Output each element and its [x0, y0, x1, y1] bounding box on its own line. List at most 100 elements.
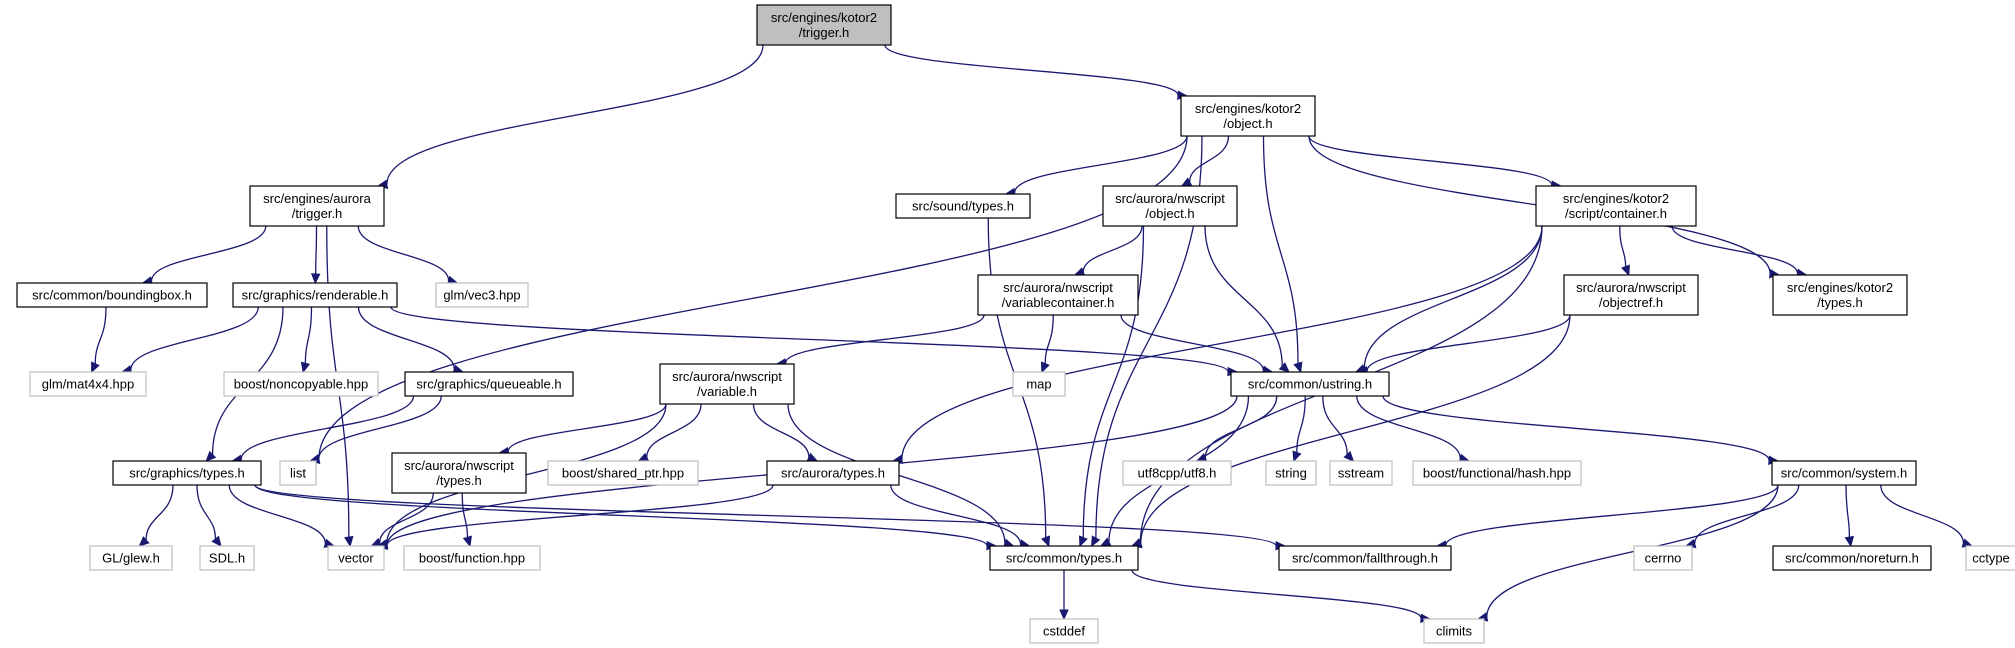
node-nws-object[interactable]: src/aurora/nwscript/object.h	[1102, 185, 1238, 227]
node-trigger-k2[interactable]: src/engines/kotor2/trigger.h	[756, 4, 892, 46]
node-glm-vec3[interactable]: glm/vec3.hpp	[435, 282, 529, 308]
dependency-edge	[254, 484, 998, 551]
node-box	[989, 545, 1139, 571]
node-box	[112, 460, 262, 486]
dependency-edge	[461, 492, 472, 548]
node-list[interactable]: list	[279, 460, 317, 486]
dependency-edge	[890, 484, 1031, 549]
node-label: src/common/boundingbox.h	[32, 288, 192, 303]
node-boundingbox[interactable]: src/common/boundingbox.h	[16, 282, 208, 308]
arrowhead	[344, 535, 354, 548]
dependency-edge-line	[1486, 484, 1779, 618]
dependency-edge-line	[1140, 314, 1571, 544]
node-system-h[interactable]: src/common/system.h	[1771, 460, 1917, 486]
dependency-edge-line	[145, 484, 174, 540]
node-objectref[interactable]: src/aurora/nwscript/objectref.h	[1563, 274, 1699, 316]
node-label: cctype	[1972, 551, 2010, 566]
node-label: boost/shared_ptr.hpp	[562, 466, 684, 481]
node-varcontainer[interactable]: src/aurora/nwscript/variablecontainer.h	[977, 274, 1139, 316]
node-box	[1265, 460, 1317, 486]
node-box	[403, 545, 541, 571]
node-layer: src/engines/kotor2/trigger.hsrc/engines/…	[16, 4, 2015, 644]
node-box	[977, 274, 1139, 316]
node-label: src/common/ustring.h	[1248, 377, 1372, 392]
node-aurora-types[interactable]: src/aurora/types.h	[766, 460, 900, 486]
dependency-edge	[1180, 135, 1230, 187]
node-box	[16, 282, 208, 308]
node-box	[327, 545, 385, 571]
node-label: src/aurora/types.h	[781, 466, 885, 481]
node-sound-types[interactable]: src/sound/types.h	[895, 193, 1031, 219]
node-box	[766, 460, 900, 486]
dependency-edge	[1262, 135, 1303, 374]
node-box	[1180, 95, 1316, 137]
node-box	[1563, 274, 1699, 316]
dependency-edge-line	[386, 484, 774, 546]
node-label: /objectref.h	[1599, 295, 1663, 310]
node-label: src/engines/kotor2	[1787, 280, 1893, 295]
arrowhead	[1078, 535, 1088, 548]
node-label: src/graphics/types.h	[129, 466, 245, 481]
node-nws-types[interactable]: src/aurora/nwscript/types.h	[391, 452, 527, 494]
node-label: src/aurora/nwscript	[1003, 280, 1113, 295]
dependency-edge-line	[884, 44, 1179, 96]
node-aurora-trigger[interactable]: src/engines/aurora/trigger.h	[249, 185, 385, 227]
node-sstream[interactable]: sstream	[1329, 460, 1393, 486]
dependency-edge	[752, 403, 819, 462]
node-ustring[interactable]: src/common/ustring.h	[1230, 371, 1390, 397]
node-box	[279, 460, 317, 486]
node-k2-types[interactable]: src/engines/kotor2/types.h	[1772, 274, 1908, 316]
dependency-edge	[1619, 225, 1630, 277]
node-vector[interactable]: vector	[327, 545, 385, 571]
node-noreturn[interactable]: src/common/noreturn.h	[1772, 545, 1932, 571]
node-map[interactable]: map	[1012, 371, 1066, 397]
arrowhead	[1040, 361, 1050, 374]
dependency-edge	[1435, 484, 1779, 550]
node-fallthrough[interactable]: src/common/fallthrough.h	[1278, 545, 1452, 571]
node-sdl[interactable]: SDL.h	[199, 545, 255, 571]
node-noncopyable[interactable]: boost/noncopyable.hpp	[223, 371, 379, 397]
dependency-edge	[357, 225, 459, 285]
arrowhead	[205, 450, 217, 462]
node-cstddef[interactable]: cstddef	[1029, 618, 1099, 644]
node-hash[interactable]: boost/functional/hash.hpp	[1412, 460, 1582, 486]
node-label: cstddef	[1043, 624, 1085, 639]
node-script-container[interactable]: src/engines/kotor2/script/container.h	[1535, 185, 1697, 227]
dependency-edge-line	[752, 403, 810, 458]
dependency-edge-line	[240, 395, 415, 460]
node-shared-ptr[interactable]: boost/shared_ptr.hpp	[547, 460, 699, 486]
node-box	[435, 282, 529, 308]
node-renderable[interactable]: src/graphics/renderable.h	[232, 282, 398, 308]
node-glew[interactable]: GL/glew.h	[89, 545, 173, 571]
node-box	[1230, 371, 1390, 397]
node-function[interactable]: boost/function.hpp	[403, 545, 541, 571]
node-box	[1535, 185, 1697, 227]
node-label: cerrno	[1645, 551, 1682, 566]
node-cerrno[interactable]: cerrno	[1633, 545, 1693, 571]
node-gfx-types[interactable]: src/graphics/types.h	[112, 460, 262, 486]
dependency-edge-line	[357, 306, 455, 370]
dependency-edge	[141, 225, 267, 286]
dependency-edge-line	[94, 306, 107, 364]
dependency-edge	[376, 44, 764, 189]
node-box	[29, 371, 147, 397]
node-cctype[interactable]: cctype	[1965, 545, 2015, 571]
node-queueable[interactable]: src/graphics/queueable.h	[404, 371, 574, 397]
dependency-edge-line	[130, 306, 259, 371]
node-utf8[interactable]: utf8cpp/utf8.h	[1122, 460, 1232, 486]
node-common-types[interactable]: src/common/types.h	[989, 545, 1139, 571]
node-box	[1772, 274, 1908, 316]
node-label: /trigger.h	[292, 206, 343, 221]
node-label: src/engines/aurora	[263, 191, 371, 206]
node-box	[1633, 545, 1693, 571]
node-variable[interactable]: src/aurora/nwscript/variable.h	[659, 363, 795, 405]
node-glm-mat4[interactable]: glm/mat4x4.hpp	[29, 371, 147, 397]
dependency-edge	[884, 44, 1189, 100]
dependency-edge-line	[1366, 314, 1571, 371]
node-label: SDL.h	[209, 551, 245, 566]
node-object-k2[interactable]: src/engines/kotor2/object.h	[1180, 95, 1316, 137]
node-string[interactable]: string	[1265, 460, 1317, 486]
node-label: /variablecontainer.h	[1002, 295, 1115, 310]
node-climits[interactable]: climits	[1423, 618, 1485, 644]
dependency-edge-line	[1082, 225, 1143, 273]
